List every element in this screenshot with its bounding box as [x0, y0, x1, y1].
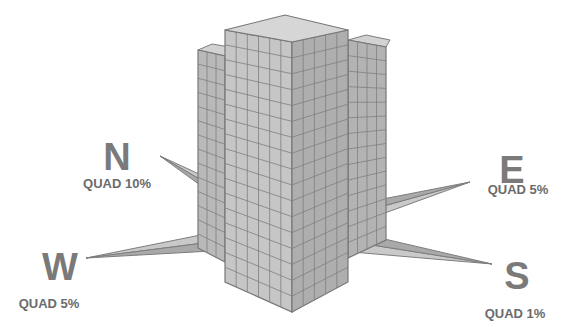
window-line: [292, 252, 348, 280]
building-face: [348, 40, 386, 258]
window-line: [198, 92, 225, 100]
window-line: [292, 208, 348, 233]
direction-letter: S: [504, 257, 529, 295]
window-line: [198, 163, 225, 174]
window-line: [198, 234, 225, 247]
building-face: [292, 30, 348, 312]
window-line: [292, 104, 348, 121]
window-line: [198, 135, 225, 144]
window-line: [292, 193, 348, 217]
window-line: [236, 32, 237, 287]
window-line: [348, 71, 386, 74]
window-line: [280, 40, 281, 307]
window-line: [348, 130, 386, 134]
window-line: [225, 267, 292, 296]
quad-value: QUAD 5%: [488, 183, 549, 196]
window-line: [225, 193, 292, 217]
window-line: [292, 45, 348, 58]
quad-value: QUAD 10%: [83, 177, 151, 190]
window-line: [348, 157, 386, 164]
window-line: [225, 119, 292, 137]
window-line: [348, 87, 386, 89]
window-line: [325, 35, 326, 294]
window-line: [225, 223, 292, 249]
window-line: [225, 208, 292, 233]
window-line: [198, 191, 225, 203]
window-line: [225, 45, 292, 58]
window-line: [225, 238, 292, 265]
window-line: [258, 36, 259, 297]
window-line: [198, 177, 225, 188]
window-line: [292, 178, 348, 201]
building-face: [225, 30, 292, 312]
window-line: [348, 212, 386, 226]
window-line: [348, 144, 386, 150]
window-line: [225, 89, 292, 105]
window-line: [225, 74, 292, 89]
window-line: [292, 89, 348, 105]
window-line: [198, 220, 225, 233]
quad-value: QUAD 1%: [485, 307, 546, 320]
direction-letter: N: [103, 138, 130, 176]
window-line: [225, 252, 292, 280]
window-line: [198, 206, 225, 218]
window-line: [247, 34, 248, 292]
window-line: [348, 226, 386, 242]
window-line: [348, 102, 386, 103]
window-line: [292, 238, 348, 265]
window-line: [348, 199, 386, 212]
window-line: [225, 134, 292, 153]
window-line: [198, 121, 225, 130]
window-line: [348, 56, 386, 61]
window-line: [225, 178, 292, 201]
window-line: [336, 32, 337, 288]
window-line: [225, 60, 292, 74]
window-line: [269, 38, 270, 302]
window-line: [303, 40, 304, 306]
window-line: [225, 149, 292, 169]
window-line: [292, 134, 348, 153]
window-line: [348, 171, 386, 180]
window-line: [198, 149, 225, 159]
window-line: [198, 78, 225, 85]
window-line: [225, 104, 292, 121]
window-line: [348, 185, 386, 196]
roof: [225, 15, 348, 42]
building-face: [198, 50, 225, 262]
window-line: [292, 60, 348, 74]
window-line: [348, 116, 386, 118]
window-line: [292, 149, 348, 169]
window-line: [198, 107, 225, 115]
direction-letter: W: [42, 248, 78, 286]
window-line: [292, 223, 348, 249]
building: [198, 15, 390, 312]
window-line: [314, 37, 315, 300]
quad-value: QUAD 5%: [19, 297, 80, 310]
window-line: [292, 267, 348, 296]
window-line: [292, 119, 348, 137]
window-line: [292, 74, 348, 89]
window-line: [198, 64, 225, 71]
